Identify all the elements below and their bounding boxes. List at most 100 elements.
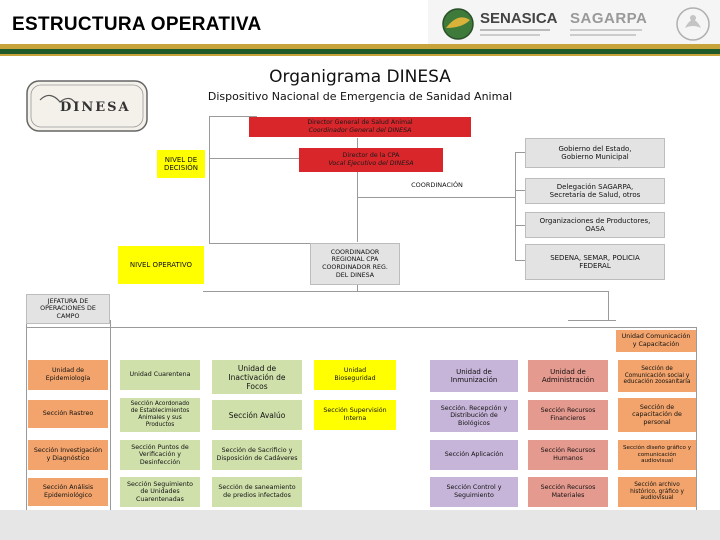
box-label: Unidad Comunicación bbox=[621, 333, 691, 341]
sagarpa-tagline-line bbox=[570, 29, 642, 31]
connector-line bbox=[26, 327, 696, 328]
box-label: Unidad de bbox=[456, 367, 492, 376]
box-label: COORDINACIÓN bbox=[411, 181, 463, 190]
senasica-logo-icon bbox=[442, 8, 474, 40]
senasica-tagline-line bbox=[480, 29, 550, 31]
connector-line bbox=[357, 138, 358, 148]
connector-line bbox=[203, 291, 608, 292]
box-label: Unidad bbox=[343, 367, 367, 375]
connector-line bbox=[357, 197, 515, 198]
box-label: Sección Investigación bbox=[33, 447, 103, 455]
box-label: Sección Aplicación bbox=[444, 451, 504, 459]
box-label: Epidemiología bbox=[45, 375, 91, 382]
box-label: Sección archivo bbox=[634, 481, 680, 488]
box-label: NIVEL DE DECISIÓN bbox=[163, 155, 199, 172]
box-label: de Establecimientos bbox=[130, 408, 190, 415]
box-label: Gobierno del Estado, bbox=[558, 144, 632, 153]
connector-line bbox=[209, 116, 210, 244]
box-label: Sección Acordonado bbox=[130, 401, 190, 408]
box-label: capacitación de bbox=[632, 411, 682, 419]
box-label: COORDINADOR bbox=[330, 248, 380, 256]
box-label: Unidad de bbox=[237, 363, 277, 373]
box-label: Productos bbox=[145, 421, 175, 428]
section-box: Sección Rastreo bbox=[28, 400, 108, 428]
box-label: educación zoosanitaria bbox=[623, 379, 691, 386]
box-label: Materiales bbox=[551, 492, 585, 499]
box-label: Sección Recursos bbox=[540, 447, 596, 455]
connector-line bbox=[357, 284, 358, 292]
coordination-box: Gobierno del Estado,Gobierno Municipal bbox=[525, 138, 665, 168]
box-label: Organizaciones de Productores, bbox=[539, 216, 651, 225]
box-label: audiovisual bbox=[641, 458, 673, 465]
box-label: Sección de saneamiento bbox=[218, 484, 296, 492]
box-label: Distribución de bbox=[450, 412, 498, 420]
box-label: Sección Avalúo bbox=[228, 410, 286, 420]
box-label: Verificación y bbox=[138, 451, 182, 459]
box-label: SEDENA, SEMAR, POLICIA bbox=[550, 253, 640, 262]
box-label: Interna bbox=[343, 415, 367, 422]
coordination-box: Delegación SAGARPA,Secretaría de Salud, … bbox=[525, 178, 665, 204]
box-label: Comunicación social y bbox=[624, 372, 690, 379]
box-label: Inmunización bbox=[450, 376, 498, 384]
page-title: ESTRUCTURA OPERATIVA bbox=[12, 14, 262, 35]
box-label: Sección Recursos bbox=[540, 484, 596, 492]
nivel-operativo-label: NIVEL OPERATIVO bbox=[118, 246, 204, 284]
box-label: Gobierno Municipal bbox=[561, 153, 629, 161]
box-label: Animales y sus bbox=[138, 415, 182, 421]
sagarpa-tagline-line bbox=[570, 34, 636, 36]
sagarpa-logo: SAGARPA bbox=[570, 10, 648, 27]
chart-subtitle: Dispositivo Nacional de Emergencia de Sa… bbox=[207, 90, 513, 103]
chart-title: Organigrama DINESA bbox=[269, 67, 451, 87]
box-label: Vocal Ejecutivo del DINESA bbox=[328, 160, 414, 167]
box-label: Biológicos bbox=[458, 419, 490, 427]
box-label: Unidad de bbox=[550, 367, 586, 376]
box-label: Sección. Recepción y bbox=[440, 404, 508, 412]
box-label: JEFATURA DE bbox=[47, 297, 89, 305]
header-stripe-gold-thin bbox=[0, 54, 720, 56]
box-label: Sección de Sacrificio y bbox=[221, 447, 293, 455]
box-label: Financieros bbox=[550, 415, 586, 422]
connector-line bbox=[515, 152, 525, 153]
box-label: Sección Control y bbox=[446, 484, 502, 492]
header-stripe-gold bbox=[0, 44, 720, 49]
box-label: Coordinador General del DINESA bbox=[308, 127, 412, 134]
connector-line bbox=[515, 225, 525, 226]
box-label: NIVEL OPERATIVO bbox=[129, 260, 193, 269]
box-label: Focos bbox=[246, 381, 268, 391]
box-label: Sección Rastreo bbox=[42, 410, 94, 418]
senasica-logo: SENASICA bbox=[480, 10, 558, 27]
box-label: DEL DINESA bbox=[335, 271, 375, 279]
box-label: Bioseguridad bbox=[334, 375, 376, 382]
box-label: Sección Análisis bbox=[42, 484, 94, 492]
box-label: Administración bbox=[541, 376, 595, 384]
box-label: Sección Puntos de bbox=[131, 443, 189, 451]
box-label: Director de la CPA bbox=[342, 152, 400, 160]
connector-line bbox=[209, 158, 299, 159]
box-label: Sección Recursos bbox=[540, 407, 596, 415]
box-label: Sección de bbox=[639, 403, 675, 411]
coordinacion-label: COORDINACIÓN bbox=[400, 180, 474, 192]
connector-line bbox=[26, 294, 27, 514]
box-label: Secretaría de Salud, otros bbox=[549, 191, 641, 199]
box-label: de Unidades bbox=[140, 488, 180, 496]
connector-line bbox=[209, 243, 310, 244]
box-label: OPERACIONES DE CAMPO bbox=[40, 305, 96, 320]
connector-line bbox=[209, 116, 257, 117]
box-label: OASA bbox=[585, 225, 605, 233]
